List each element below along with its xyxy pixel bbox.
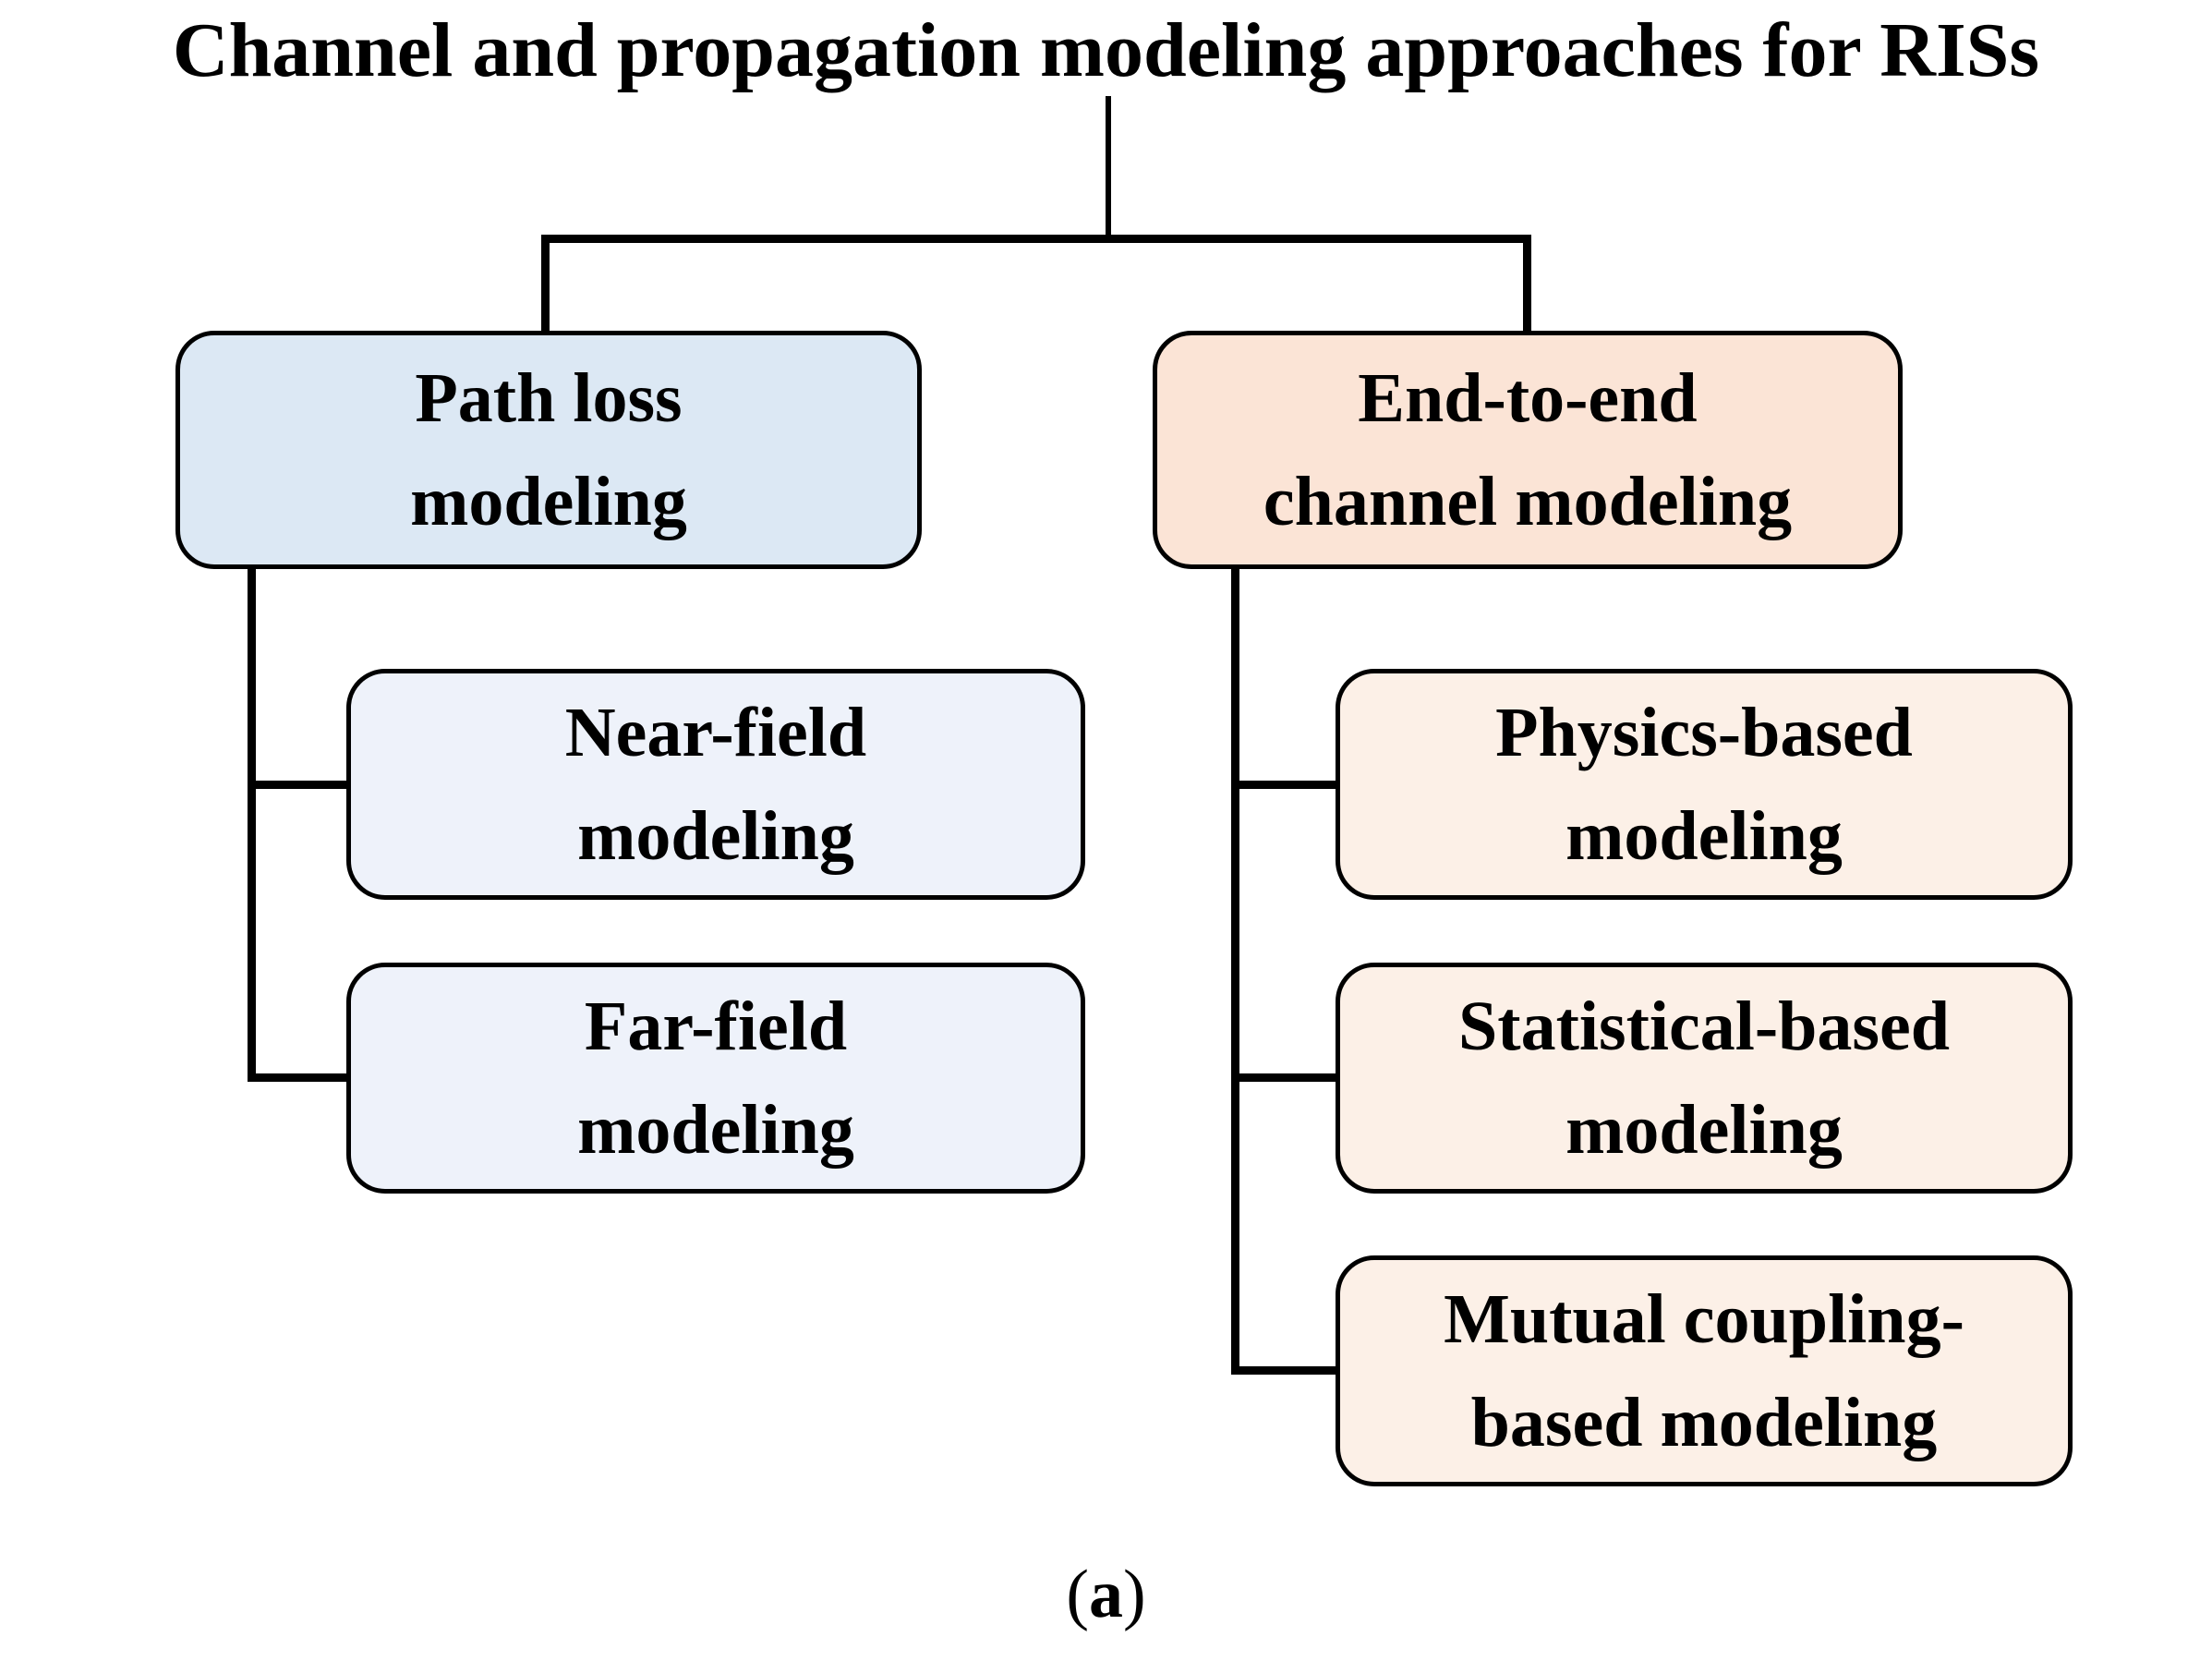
- connector-right-drop: [1523, 235, 1531, 334]
- node-mutual-coupling-based-modeling: Mutual coupling- based modeling: [1336, 1255, 2073, 1486]
- node-physics-based-modeling: Physics-based modeling: [1336, 669, 2073, 900]
- connector-left-stub-far-field: [248, 1073, 351, 1082]
- connector-left-stub-near-field: [248, 781, 351, 789]
- node-far-field-modeling: Far-field modeling: [346, 963, 1085, 1194]
- connector-left-trunk: [248, 567, 256, 1082]
- subfigure-label: (a): [0, 1556, 2212, 1634]
- connector-title-stem: [1106, 96, 1111, 238]
- connector-branch-horizontal: [541, 235, 1531, 243]
- subfigure-label-letter: a: [1089, 1557, 1123, 1632]
- connector-right-stub-physics: [1231, 781, 1340, 789]
- figure-title: Channel and propagation modeling approac…: [172, 7, 2040, 93]
- connector-left-drop: [541, 235, 550, 334]
- subfigure-label-close-paren: ): [1123, 1557, 1146, 1632]
- node-near-field-modeling: Near-field modeling: [346, 669, 1085, 900]
- connector-right-stub-mutual-coupling: [1231, 1366, 1340, 1375]
- node-statistical-based-modeling: Statistical-based modeling: [1336, 963, 2073, 1194]
- connector-right-stub-statistical: [1231, 1073, 1340, 1082]
- node-path-loss-modeling: Path loss modeling: [175, 331, 922, 569]
- subfigure-label-open-paren: (: [1066, 1557, 1089, 1632]
- node-end-to-end-channel-modeling: End-to-end channel modeling: [1153, 331, 1903, 569]
- connector-right-trunk: [1231, 567, 1239, 1375]
